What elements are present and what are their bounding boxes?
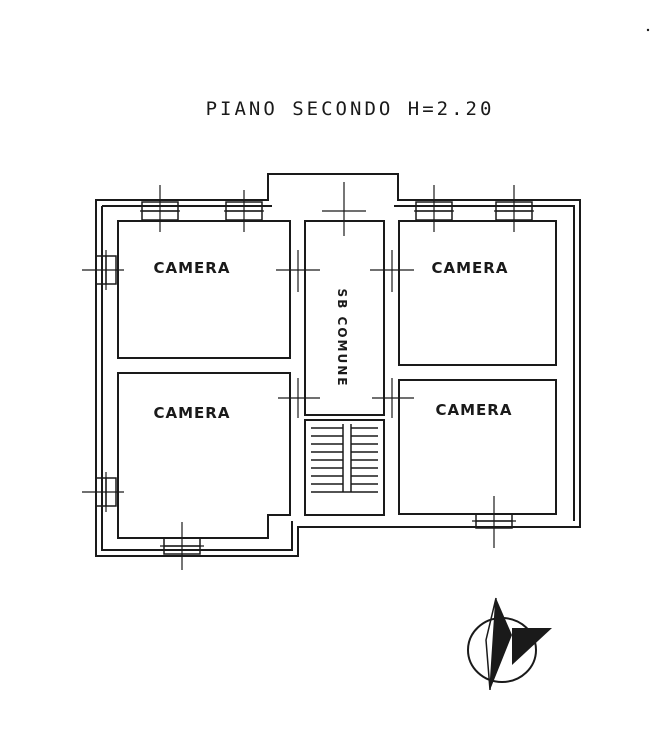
speck — [646, 28, 650, 32]
room-label-top-right: CAMERA — [432, 259, 509, 277]
outer-wall — [95, 173, 581, 557]
stair-well — [304, 419, 385, 516]
room-label-bottom-right: CAMERA — [436, 401, 513, 419]
compass-icon — [467, 597, 552, 691]
corridor-label: SB COMUNE — [335, 289, 349, 388]
plan-title: PIANO SECONDO H=2.20 — [205, 98, 495, 120]
room-top-left — [117, 220, 291, 359]
room-bottom-left — [117, 372, 291, 539]
windows — [95, 201, 533, 555]
stair-treads — [311, 424, 378, 493]
room-top-right — [398, 220, 557, 366]
room-bottom-right — [398, 379, 557, 515]
crosshair-markers — [82, 182, 534, 570]
room-label-bottom-left: CAMERA — [154, 404, 231, 422]
corridor — [304, 220, 385, 416]
room-label-top-left: CAMERA — [154, 259, 231, 277]
